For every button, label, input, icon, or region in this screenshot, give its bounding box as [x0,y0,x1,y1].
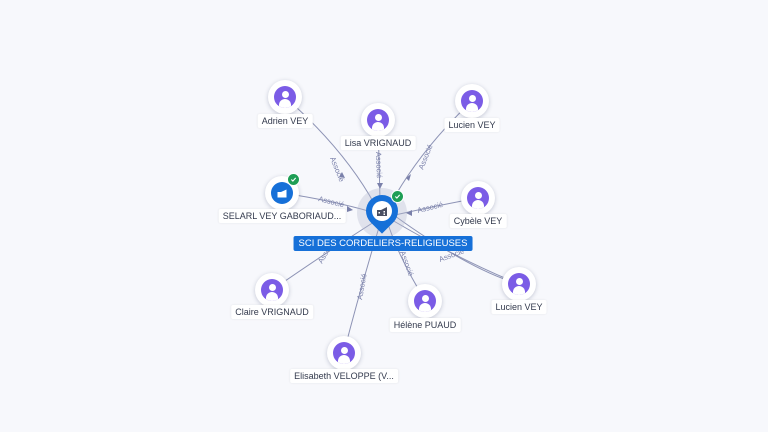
label-helene-puaud[interactable]: Hélène PUAUD [389,318,461,332]
person-icon [367,109,389,131]
verified-check-icon [391,190,404,203]
person-icon [274,86,296,108]
label-selarl-vey-gaboriaud[interactable]: SELARL VEY GABORIAUD... [218,209,346,223]
verified-check-icon [287,173,300,186]
edge-label-adrien: Associé [328,155,346,183]
edge-label-cybele: Associé [416,200,444,215]
node-lisa-vrignaud[interactable] [361,103,395,137]
label-lisa-vrignaud[interactable]: Lisa VRIGNAUD [340,136,416,150]
arrow-selarl [347,206,353,212]
edge-label-lisa: Associé [374,152,384,179]
person-icon [461,90,483,112]
node-lucien-vey-1[interactable] [455,84,489,118]
node-lucien-vey-2[interactable] [502,267,536,301]
node-helene-puaud[interactable] [408,284,442,318]
edge-label-helene: Associé [398,250,415,278]
person-icon [261,279,283,301]
node-selarl-vey-gaboriaud[interactable] [265,173,300,210]
edge-label-lucien1: Associé [417,143,435,171]
arrow-cybele [406,210,412,216]
label-lucien-vey-1[interactable]: Lucien VEY [444,118,500,132]
node-claire-vrignaud[interactable] [255,273,289,307]
node-elisabeth-veloppe[interactable] [327,336,361,370]
edge-label-selarl: Associé [318,194,346,209]
label-elisabeth-veloppe[interactable]: Elisabeth VELOPPE (V... [290,369,398,383]
arrow-adrien [339,172,345,178]
label-cybele-vey[interactable]: Cybèle VEY [449,214,507,228]
center-company-label[interactable]: SCI DES CORDELIERS-RELIGIEUSES [293,236,473,251]
node-cybele-vey[interactable] [461,181,495,215]
person-icon [467,187,489,209]
label-adrien-vey[interactable]: Adrien VEY [257,114,313,128]
arrow-lucien1 [406,174,411,181]
center-company-node[interactable] [357,188,407,238]
person-icon [508,273,530,295]
edge-adrien [284,96,376,206]
arrow-lisa [377,183,383,189]
person-icon [414,290,436,312]
node-adrien-vey[interactable] [268,80,302,114]
company-icon [271,182,293,204]
label-claire-vrignaud[interactable]: Claire VRIGNAUD [231,305,313,319]
person-icon [333,342,355,364]
building-icon [372,201,392,221]
label-lucien-vey-2[interactable]: Lucien VEY [491,300,547,314]
edge-label-elisabeth: Associé [355,273,368,300]
